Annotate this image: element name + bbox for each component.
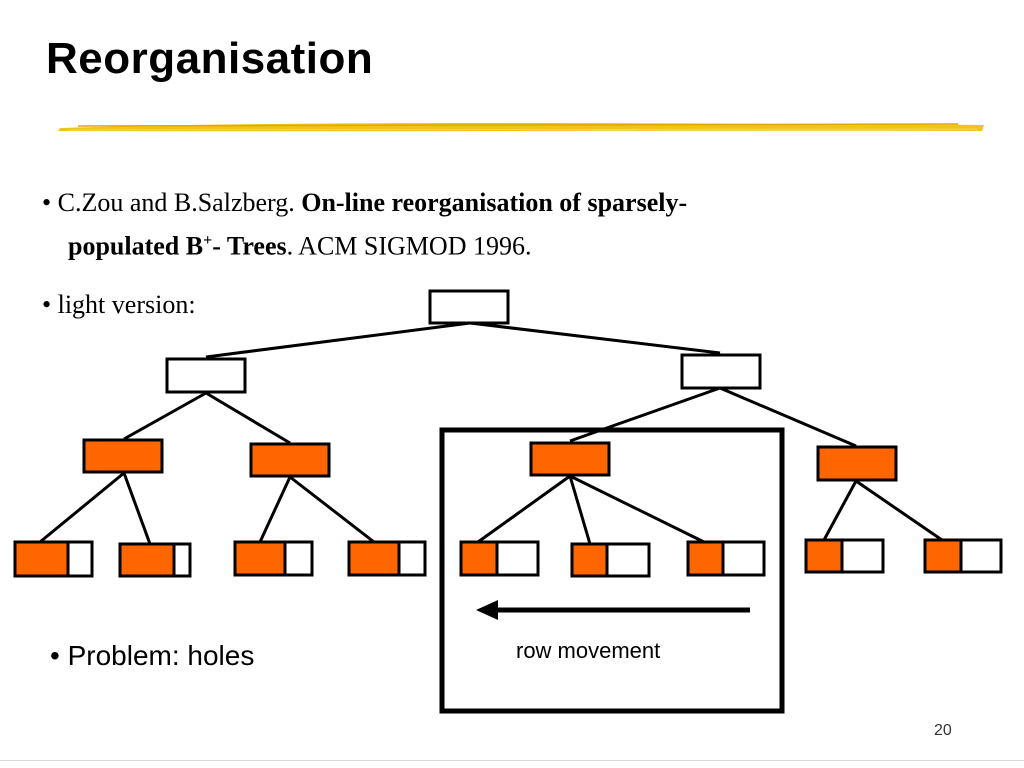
index-node (249, 442, 331, 478)
edge (39, 471, 125, 544)
bullet-problem: • Problem: holes (50, 640, 254, 672)
leaf-filled-part (570, 542, 609, 578)
leaf-filled-part (686, 540, 725, 577)
bullet-reference: • C.Zou and B.Salzberg. On-line reorgani… (42, 184, 942, 266)
bullet-light-version: • light version: (42, 286, 196, 324)
bullet-marker: • (42, 188, 52, 217)
reference-authors: C.Zou and B.Salzberg. (57, 188, 302, 217)
page-number: 20 (934, 722, 952, 739)
title-underline-stroke (58, 123, 984, 132)
index-node (82, 438, 164, 474)
reference-venue: . ACM SIGMOD 1996. (286, 231, 532, 261)
light-version-text: light version: (57, 290, 196, 319)
leaf-filled-part (804, 538, 844, 574)
index-node (816, 445, 898, 482)
index-node (529, 441, 611, 477)
edge (822, 480, 858, 541)
leaf-empty-part (283, 540, 314, 577)
edge (719, 386, 857, 448)
leaf-filled-part (347, 540, 401, 577)
slide-title: Reorganisation (46, 34, 374, 83)
edge (123, 391, 207, 441)
inner-node-left (165, 357, 247, 394)
edge (477, 474, 571, 544)
leaf-empty-part (172, 542, 192, 578)
edge (569, 386, 721, 443)
bullet-marker: • (42, 290, 52, 319)
edge-root-right (469, 321, 721, 355)
bullet-marker: • (50, 640, 60, 671)
reference-second-line: populated B+- Trees. ACM SIGMOD 1996. (42, 222, 942, 266)
reference-title-part-3: - Trees (212, 231, 287, 261)
edge (122, 472, 152, 545)
footer-divider (0, 760, 1024, 761)
leaf-empty-part (959, 538, 1003, 574)
row-movement-arrow (476, 600, 750, 620)
leaf-filled-part (13, 540, 70, 578)
edge (568, 475, 592, 545)
highlight-box (439, 427, 785, 714)
reference-title-part-1: On-line reorganisation of sparsely- (301, 188, 688, 217)
leaf-filled-part (233, 540, 287, 577)
problem-text: Problem: holes (67, 640, 255, 671)
leaf-pages (13, 538, 1003, 578)
leaf-empty-part (605, 542, 651, 578)
root-node (428, 289, 510, 325)
leaf-empty-part (397, 540, 427, 577)
leaf-filled-part (459, 540, 499, 577)
row-movement-label: row movement (516, 638, 661, 663)
leaf-empty-part (721, 540, 766, 577)
edge-root-left (205, 321, 471, 359)
reference-title-superscript: + (203, 232, 213, 249)
inner-node-right (680, 353, 762, 390)
edge (855, 479, 943, 542)
reference-title-part-2: populated B (68, 231, 204, 261)
leaf-empty-part (840, 538, 885, 574)
edge (205, 391, 291, 445)
edge (258, 476, 292, 543)
leaf-empty-part (495, 540, 540, 577)
edge (289, 475, 375, 544)
edge (569, 474, 705, 544)
tree-edges (39, 321, 943, 545)
tree-nodes (82, 289, 898, 482)
leaf-filled-part (118, 542, 176, 578)
leaf-empty-part (66, 540, 94, 578)
leaf-filled-part (923, 538, 963, 574)
